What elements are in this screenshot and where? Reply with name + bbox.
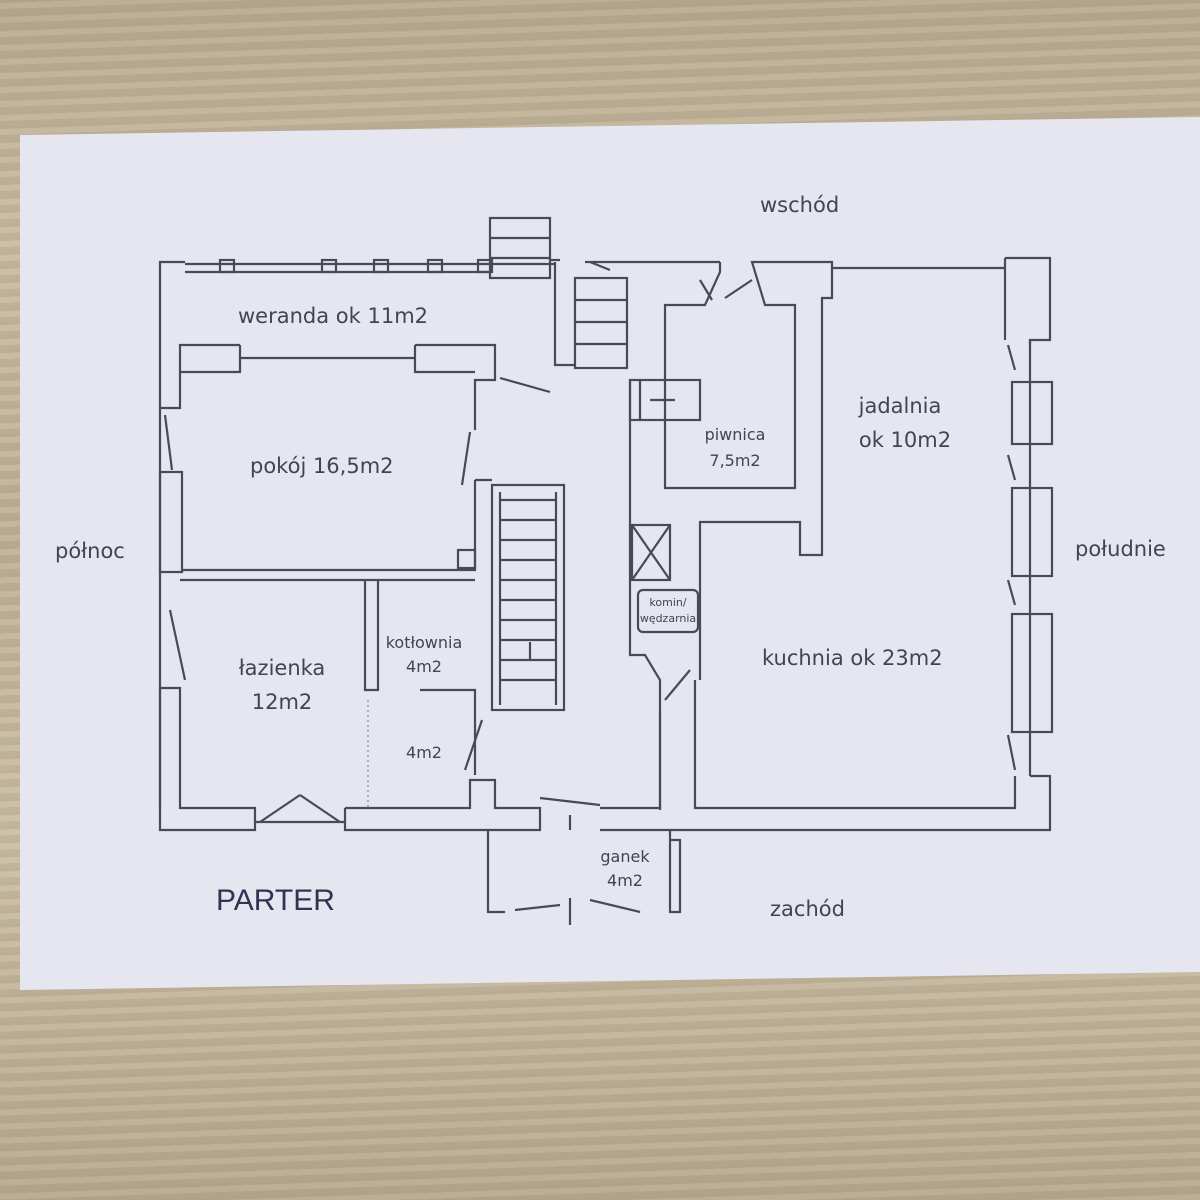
direction-west: zachód [770,897,845,921]
room-kitchen: kuchnia ok 23m2 [762,646,943,670]
room-boiler-name: kotłownia [386,633,463,652]
doors [163,260,1017,925]
room-porch-name: ganek [600,847,650,866]
direction-south: południe [1075,537,1166,561]
chimney-label-2: wędzarnia [640,612,696,625]
room-bathroom-area: 12m2 [252,690,313,714]
room-porch-area: 4m2 [607,871,643,890]
direction-east: wschód [760,193,839,217]
room-dining-name: jadalnia [858,394,942,418]
floor-title: PARTER [216,884,335,917]
room-hall-area: 4m2 [406,743,442,762]
room-cellar-area: 7,5m2 [709,451,760,470]
direction-north: północ [55,539,125,563]
room-room: pokój 16,5m2 [250,454,394,478]
room-bathroom-name: łazienka [239,656,326,680]
stairs [498,492,558,705]
paper-sheet [20,117,1200,990]
walls [158,216,1054,914]
room-dining-area: ok 10m2 [859,428,951,452]
chimney-label-1: komin/ [649,596,686,609]
room-cellar-name: piwnica [705,425,766,444]
room-boiler-area: 4m2 [406,657,442,676]
room-veranda: weranda ok 11m2 [238,304,428,328]
